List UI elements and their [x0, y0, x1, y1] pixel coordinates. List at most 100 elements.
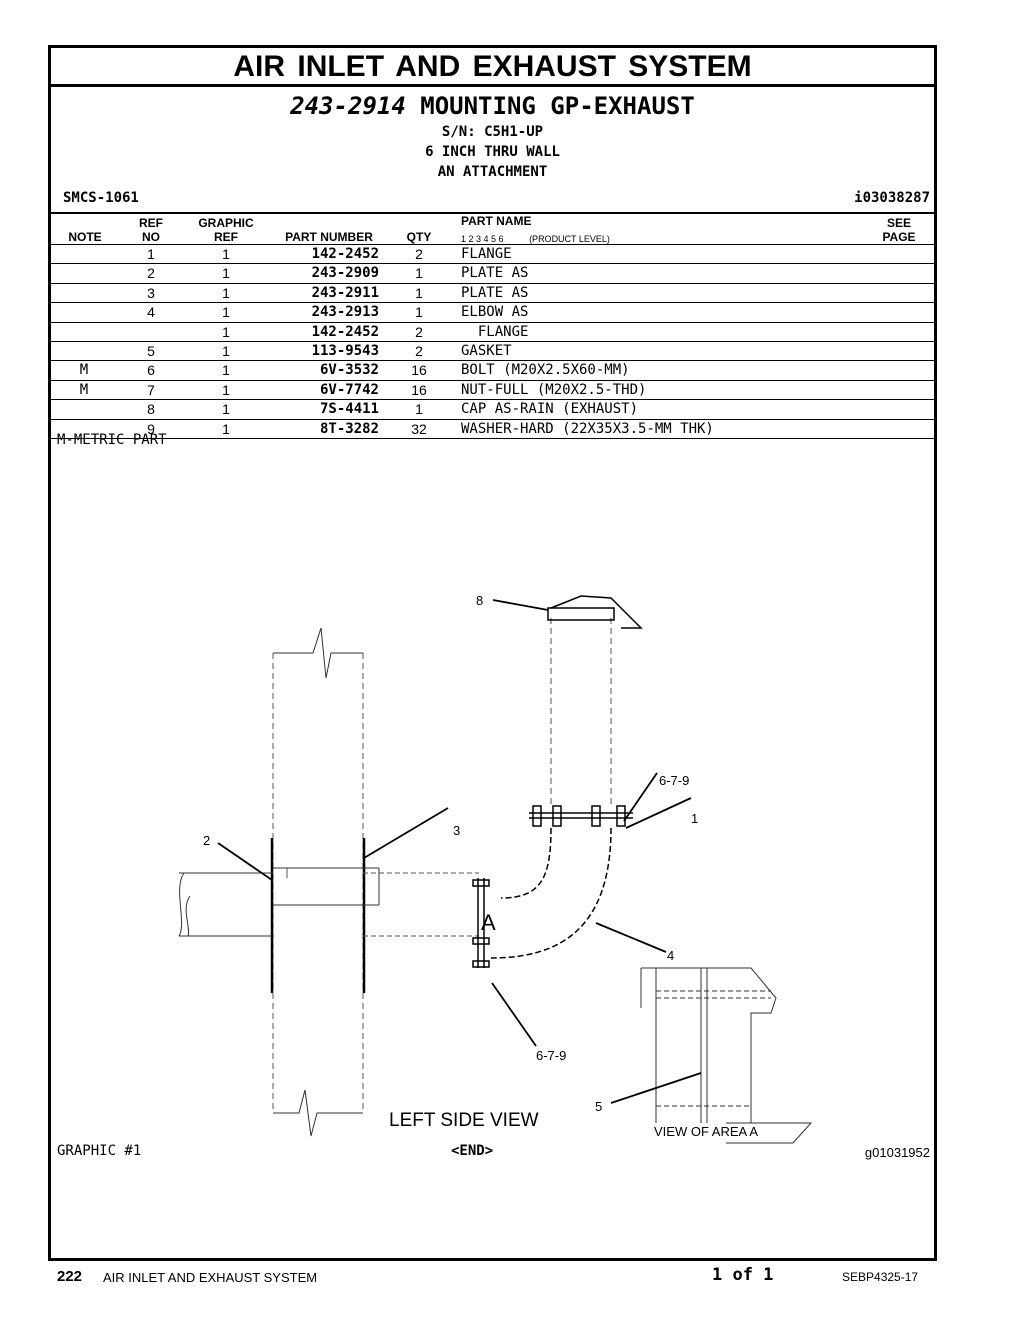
- left-side-view-label: LEFT SIDE VIEW: [389, 1110, 539, 1131]
- parts-table: 1 1 142-2452 2 FLANGE 2 1 243-2909 1 PLA…: [51, 244, 934, 439]
- cell-part-name: PLATE AS: [461, 284, 529, 301]
- table-row: 1 1 142-2452 2 FLANGE: [51, 244, 934, 263]
- col-graphic-ref-line2: REF: [214, 230, 238, 244]
- cell-graphic-ref: 1: [222, 342, 230, 359]
- cell-part-number[interactable]: 142-2452: [311, 246, 379, 262]
- smcs-code: SMCS-1061: [63, 190, 139, 206]
- cell-part-number[interactable]: 243-2911: [311, 284, 379, 301]
- table-row: 9 1 8T-3282 32 WASHER-HARD (22X35X3.5-MM…: [51, 418, 934, 439]
- product-level-label: (PRODUCT LEVEL): [529, 234, 610, 244]
- cell-ref-no: 1: [147, 246, 155, 262]
- cell-graphic-ref: 1: [222, 265, 230, 282]
- cell-part-name: NUT-FULL (M20X2.5-THD): [461, 381, 647, 398]
- cell-ref-no: 2: [147, 265, 155, 282]
- col-ref-no-line1: REF: [139, 216, 163, 230]
- group-name: MOUNTING GP-EXHAUST: [420, 92, 695, 120]
- cell-graphic-ref: 1: [222, 323, 230, 340]
- col-part-number: PART NUMBER: [285, 230, 373, 244]
- col-see-page-line2: PAGE: [882, 230, 916, 244]
- callout-1: 1: [691, 811, 698, 826]
- cell-part-name: ELBOW AS: [461, 304, 529, 321]
- cell-part-name: WASHER-HARD (22X35X3.5-MM THK): [461, 420, 714, 437]
- serial-number: S/N: C5H1-UP: [441, 124, 544, 140]
- leader-lines: [217, 599, 702, 1104]
- cell-note: M: [79, 381, 89, 398]
- cell-part-name: GASKET: [461, 342, 512, 359]
- cell-qty: 1: [415, 401, 423, 418]
- elbow: [490, 827, 612, 959]
- cell-part-number[interactable]: 7S-4411: [319, 401, 379, 418]
- table-row: M 7 1 6V-7742 16 NUT-FULL (M20X2.5-THD): [51, 379, 934, 399]
- level-numbers: 1 2 3 4 5 6: [461, 234, 504, 244]
- graphic-id: g01031952: [864, 1145, 930, 1160]
- table-row: 3 1 243-2911 1 PLATE AS: [51, 282, 934, 302]
- table-row: 4 1 243-2913 1 ELBOW AS: [51, 302, 934, 321]
- cell-ref-no: 9: [147, 420, 155, 437]
- col-graphic-ref-line1: GRAPHIC: [198, 216, 254, 230]
- area-a-detail: [640, 967, 813, 1144]
- page-frame: AIR INLET AND EXHAUST SYSTEM 243-2914 MO…: [48, 45, 937, 1261]
- callout-5: 5: [595, 1099, 602, 1114]
- subtitle-line-3: AN ATTACHMENT: [437, 164, 548, 180]
- table-row: 1 142-2452 2 FLANGE: [51, 321, 934, 341]
- group-number: 243-2914: [290, 92, 406, 120]
- col-part-name: PART NAME: [461, 214, 532, 228]
- header-divider: [51, 212, 934, 214]
- cell-ref-no: 7: [147, 381, 155, 398]
- group-heading: 243-2914 MOUNTING GP-EXHAUST: [51, 92, 934, 120]
- pipe-through-wall: [178, 867, 479, 937]
- cell-ref-no: 4: [147, 304, 155, 321]
- metric-note: M-METRIC PART: [57, 432, 167, 448]
- callout-3: 3: [453, 823, 460, 838]
- cell-ref-no: 5: [147, 342, 155, 359]
- cell-ref-no: 3: [147, 284, 155, 301]
- subtitle-line-2: 6 INCH THRU WALL: [425, 144, 560, 160]
- cell-part-number[interactable]: 113-9543: [311, 342, 379, 359]
- callout-area-a: A: [481, 910, 496, 935]
- callout-6-7-9-top: 6-7-9: [659, 773, 689, 788]
- vertical-pipe: [550, 618, 612, 808]
- table-row: 8 1 7S-4411 1 CAP AS-RAIN (EXHAUST): [51, 399, 934, 418]
- cell-qty: 16: [411, 381, 427, 398]
- cell-part-number[interactable]: 8T-3282: [319, 420, 379, 437]
- cell-part-number[interactable]: 243-2913: [311, 304, 379, 321]
- product-levels: 1 2 3 4 5 6 (PRODUCT LEVEL): [461, 234, 610, 244]
- cell-part-number[interactable]: 6V-7742: [319, 381, 379, 398]
- cell-part-name: CAP AS-RAIN (EXHAUST): [461, 401, 639, 418]
- col-note: NOTE: [68, 230, 102, 244]
- col-ref-no-line2: NO: [142, 230, 160, 244]
- footer-page-number: 222: [57, 1268, 83, 1285]
- cell-qty: 2: [415, 342, 423, 359]
- view-of-area-a-label: VIEW OF AREA A: [654, 1124, 758, 1139]
- wall-break-lines: [273, 627, 363, 1137]
- cell-qty: 1: [415, 265, 423, 282]
- wall-plates: [270, 838, 366, 993]
- cell-part-number[interactable]: 243-2909: [311, 265, 379, 282]
- cell-graphic-ref: 1: [222, 362, 230, 379]
- cell-graphic-ref: 1: [222, 246, 230, 262]
- callout-6-7-9-bottom: 6-7-9: [536, 1048, 566, 1063]
- wall-section: [272, 653, 364, 1113]
- table-row: 2 1 243-2909 1 PLATE AS: [51, 263, 934, 282]
- cell-graphic-ref: 1: [222, 284, 230, 301]
- cell-part-name: FLANGE: [461, 246, 512, 262]
- graphic-number: GRAPHIC #1: [57, 1143, 142, 1159]
- callout-4: 4: [667, 948, 674, 963]
- table-row: 5 1 113-9543 2 GASKET: [51, 340, 934, 360]
- col-see-page-line1: SEE: [886, 216, 911, 230]
- cell-graphic-ref: 1: [222, 381, 230, 398]
- cell-graphic-ref: 1: [222, 304, 230, 321]
- cell-part-number[interactable]: 142-2452: [311, 323, 379, 340]
- cell-qty: 2: [415, 323, 423, 340]
- footer-section-title: AIR INLET AND EXHAUST SYSTEM: [103, 1270, 318, 1285]
- end-marker: <END>: [451, 1143, 494, 1159]
- footer-doc-number: SEBP4325-17: [842, 1270, 919, 1284]
- cell-graphic-ref: 1: [222, 401, 230, 418]
- footer-page-of: 1 of 1: [712, 1265, 774, 1285]
- cell-part-number[interactable]: 6V-3532: [319, 362, 379, 379]
- cell-qty: 32: [411, 420, 427, 437]
- cell-part-name: FLANGE: [461, 323, 529, 340]
- callout-2: 2: [203, 833, 210, 848]
- cell-qty: 2: [415, 246, 423, 262]
- col-qty: QTY: [406, 230, 432, 244]
